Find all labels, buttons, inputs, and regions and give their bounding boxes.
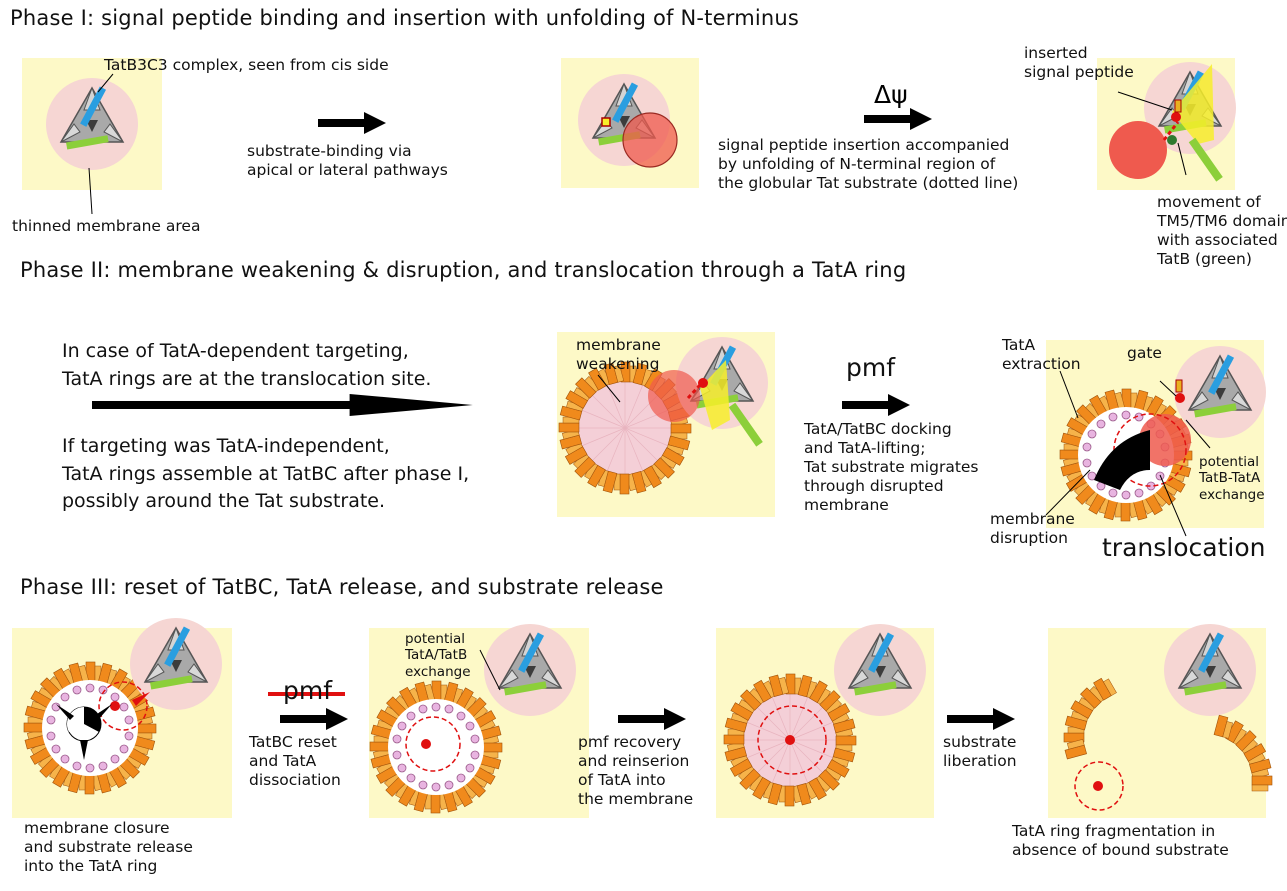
arrow-p3-a <box>280 708 348 730</box>
arrow-p1-a <box>318 112 386 134</box>
disruption-label: membrane disruption <box>990 510 1075 547</box>
substrate-globular <box>622 112 678 168</box>
phase2-title: Phase II: membrane weakening & disruptio… <box>20 258 907 282</box>
extraction-label: TatA extraction <box>1002 336 1081 373</box>
exchange-label-p3: potential TatA/TatB exchange <box>405 631 471 680</box>
exchange-label-p2: potential TatB-TatA exchange <box>1199 454 1265 503</box>
case2-text: If targeting was TatA-independent, TatA … <box>62 435 470 513</box>
tata-fragment-b <box>1213 714 1273 792</box>
tatbc-complex-p3b <box>483 623 577 717</box>
tatbc-complex-p2b <box>1173 345 1267 439</box>
liberation-label: substrate liberation <box>943 733 1017 770</box>
tatbc-complex-p1a <box>45 77 139 171</box>
pmf-struck-label: pmf <box>283 676 333 705</box>
insertion-label: signal peptide insertion accompanied by … <box>718 136 1019 192</box>
docking-label: TatA/TatBC docking and TatA-lifting; Tat… <box>804 420 979 514</box>
delta-psi-label: Δψ <box>874 80 908 109</box>
translocation-label: translocation <box>1102 533 1266 562</box>
reset-label: TatBC reset and TatA dissociation <box>249 733 341 789</box>
movement-label: movement of TM5/TM6 domain with associat… <box>1157 193 1287 268</box>
translocation-arrow <box>1094 430 1150 490</box>
tatbc-complex-p3d <box>1163 623 1257 717</box>
pmf-label: pmf <box>846 353 896 382</box>
complex-label: TatB3C3 complex, seen from cis side <box>104 56 389 74</box>
arrow-p2-long <box>91 394 473 416</box>
arrow-p1-b <box>864 108 932 130</box>
recovery-label: pmf recovery and reinserion of TatA into… <box>578 733 694 808</box>
arrow-p3-c <box>947 708 1015 730</box>
substrate-globular-p1c <box>1109 121 1167 179</box>
phase3-title: Phase III: reset of TatBC, TatA release,… <box>20 575 664 599</box>
case1-text: In case of TatA-dependent targeting, Tat… <box>62 340 432 390</box>
tatbc-complex-p3c <box>833 623 927 717</box>
binding-label: substrate-binding via apical or lateral … <box>247 142 448 179</box>
closure-label: membrane closure and substrate release i… <box>24 819 193 875</box>
weakening-label: membrane weakening <box>576 336 661 373</box>
inserted-label: inserted signal peptide <box>1024 44 1134 81</box>
tata-fragment-a <box>1063 675 1117 760</box>
fragmentation-label: TatA ring fragmentation in absence of bo… <box>1012 822 1229 859</box>
phase1-title: Phase I: signal peptide binding and inse… <box>10 6 800 30</box>
thinned-label: thinned membrane area <box>12 217 201 235</box>
arrow-p3-b <box>618 708 686 730</box>
arrow-p2-pmf <box>842 394 910 416</box>
gate-label: gate <box>1127 344 1162 362</box>
